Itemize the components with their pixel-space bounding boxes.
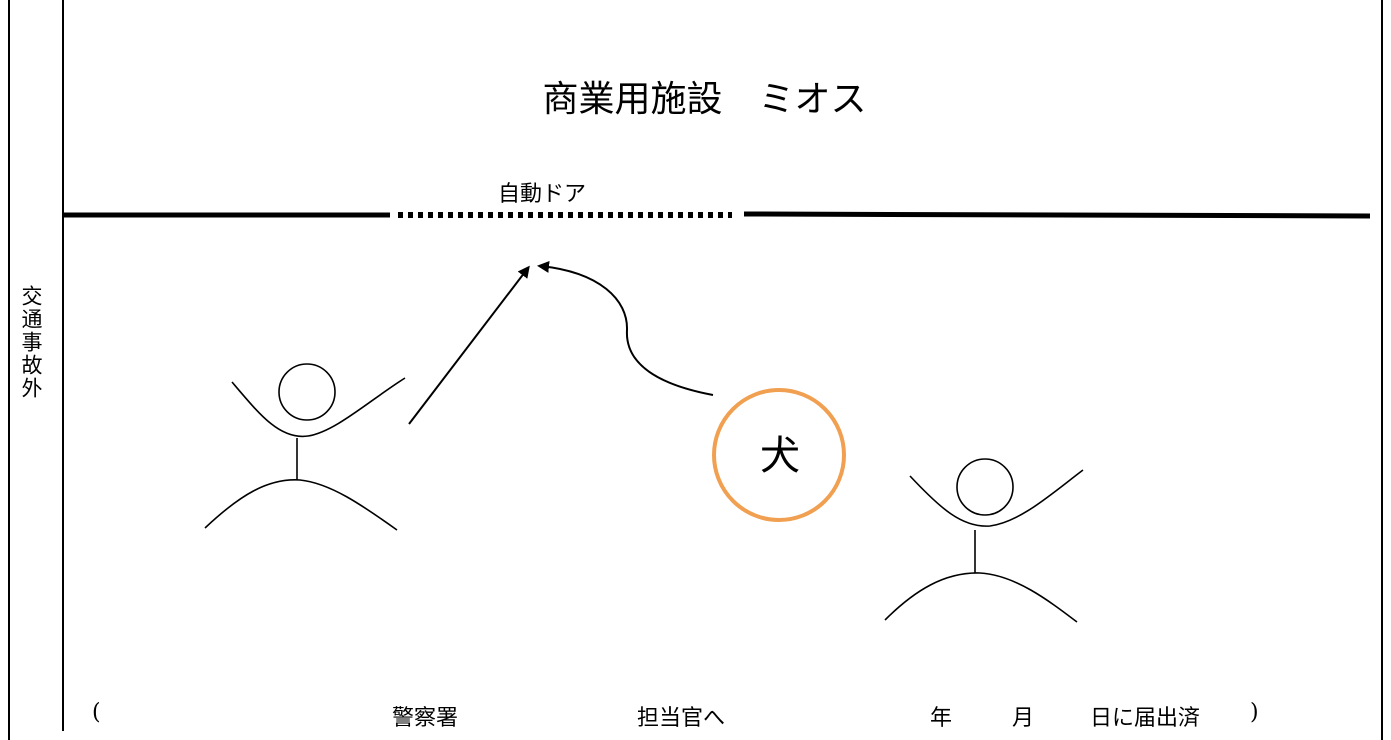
dog-circle — [712, 388, 846, 522]
footer-month: 月 — [1012, 706, 1035, 731]
side-column-divider — [62, 0, 64, 731]
page-title: 商業用施設 ミオス — [542, 79, 867, 120]
side-label: 交通事故外 — [19, 285, 43, 400]
arrow-person-to-door — [408, 265, 530, 425]
footer-year: 年 — [930, 706, 953, 731]
person-right-head — [956, 458, 1014, 516]
footer-close-paren: ) — [1250, 700, 1259, 725]
door-label: 自動ドア — [498, 182, 587, 207]
person-left-arms — [231, 377, 406, 438]
person-right-legs — [884, 572, 1078, 623]
person-right-figure — [884, 458, 1084, 623]
person-left-figure — [204, 363, 406, 531]
arrow-dog-to-door — [537, 260, 714, 396]
footer-officer: 担当官へ — [637, 706, 726, 731]
person-left-head — [278, 363, 336, 421]
person-right-arms — [909, 469, 1084, 527]
outer-frame — [8, 0, 1383, 740]
dog-label: 犬 — [760, 433, 800, 479]
footer-day-reported: 日に届出済 — [1090, 706, 1201, 731]
footer-police-station: 警察署 — [392, 706, 459, 731]
footer-open-paren: ( — [92, 700, 101, 725]
person-left-legs — [204, 479, 398, 531]
wall-right — [743, 211, 1371, 219]
